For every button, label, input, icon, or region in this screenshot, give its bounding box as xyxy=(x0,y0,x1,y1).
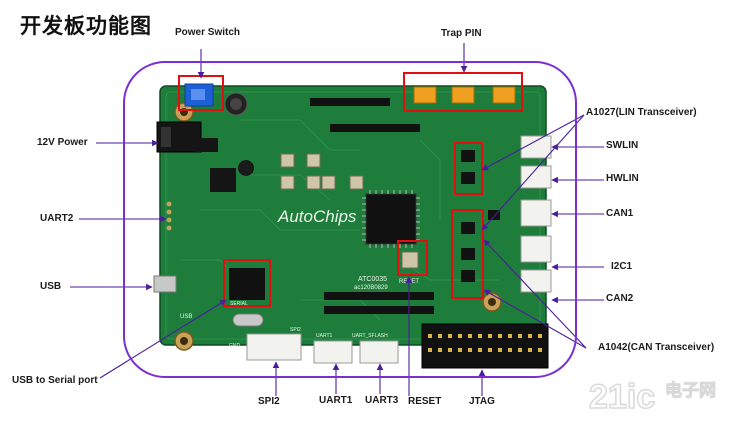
serial-silk-text: SERIAL xyxy=(230,301,248,307)
label-uart3: UART3 xyxy=(365,395,399,406)
uart1-silk-text: UART1 xyxy=(316,333,333,339)
jtag-pin xyxy=(458,334,462,338)
spi2-silk-text: SPI2 xyxy=(290,327,301,333)
label-power-switch: Power Switch xyxy=(175,27,241,38)
jtag-pin xyxy=(458,348,462,352)
usb-serial-chip xyxy=(229,268,265,300)
label-usb: USB xyxy=(40,281,62,292)
watermark-brand: 21ic xyxy=(589,378,655,416)
uart1-connector xyxy=(313,340,353,364)
uart3-connector xyxy=(359,340,399,364)
jtag-pin xyxy=(488,334,492,338)
label-uart1: UART1 xyxy=(319,395,353,406)
label-12v-power: 12V Power xyxy=(37,137,88,148)
label-a1027: A1027(LIN Transceiver) xyxy=(586,107,697,118)
chip-code-text: ac120B0829 xyxy=(354,285,388,291)
gnd-silk-text: GND xyxy=(229,343,241,349)
jtag-pin xyxy=(518,334,522,338)
board-outline-frame xyxy=(123,61,577,378)
reset-button-part xyxy=(401,251,419,269)
jtag-pin xyxy=(528,334,532,338)
chip-model-text: ATC0035 xyxy=(358,276,387,283)
label-swlin: SWLIN xyxy=(606,140,639,151)
jtag-pin xyxy=(438,348,442,352)
jtag-pin xyxy=(478,348,482,352)
jtag-pin xyxy=(518,348,522,352)
jtag-pin xyxy=(428,334,432,338)
jtag-pin xyxy=(448,348,452,352)
label-jtag: JTAG xyxy=(469,396,495,407)
spi2-connector xyxy=(246,333,302,361)
jtag-pin xyxy=(508,348,512,352)
label-can1: CAN1 xyxy=(606,208,634,219)
label-reset: RESET xyxy=(408,396,442,407)
jtag-pin xyxy=(468,334,472,338)
label-hwlin: HWLIN xyxy=(606,173,639,184)
jtag-pin xyxy=(498,348,502,352)
mcu-chip xyxy=(365,193,417,245)
jtag-pin xyxy=(438,334,442,338)
jtag-pin xyxy=(528,348,532,352)
uart-sflash-silk-text: UART_SFLASH xyxy=(352,333,388,339)
label-spi2: SPI2 xyxy=(258,396,280,407)
jtag-header xyxy=(421,323,549,369)
watermark-logo: 21ic 电子网 xyxy=(588,377,716,416)
label-i2c1: I2C1 xyxy=(611,261,633,272)
jtag-pin xyxy=(498,334,502,338)
usb-silk-text: USB xyxy=(180,314,192,320)
watermark-text: 电子网 xyxy=(665,380,716,401)
label-uart2: UART2 xyxy=(40,213,74,224)
label-usb-to-serial: USB to Serial port xyxy=(12,375,98,386)
label-can2: CAN2 xyxy=(606,293,634,304)
board-brand-text: AutoChips xyxy=(277,207,357,226)
jtag-pin xyxy=(508,334,512,338)
page-title: 开发板功能图 xyxy=(20,13,152,38)
jtag-pin xyxy=(428,348,432,352)
trap-pin-jumpers xyxy=(413,86,516,104)
label-trap-pin: Trap PIN xyxy=(441,28,482,39)
usb-port xyxy=(153,275,177,293)
label-a1042: A1042(CAN Transceiver) xyxy=(598,342,715,353)
jtag-pin xyxy=(488,348,492,352)
jtag-pin xyxy=(478,334,482,338)
jtag-pin xyxy=(448,334,452,338)
jtag-pin xyxy=(468,348,472,352)
push-buttons xyxy=(280,153,364,190)
uart2-header xyxy=(166,201,172,231)
